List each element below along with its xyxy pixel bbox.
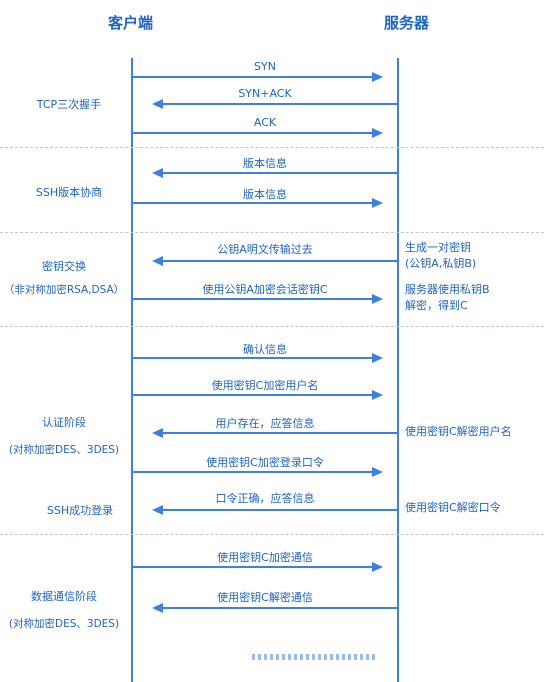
message-label: 用户存在，应答信息 <box>215 417 315 430</box>
phase-key-exchange: 密钥交换 （非对称加密RSA,DSA） <box>2 258 126 297</box>
phase-label-line: (对称加密DES、3DES) <box>8 444 120 456</box>
message-label: 版本信息 <box>243 188 287 201</box>
arrow-right <box>133 390 383 400</box>
server-note-decrypt-session-key: 服务器使用私钥B 解密，得到C <box>405 282 490 314</box>
phase-label-line: 认证阶段 <box>42 416 86 429</box>
message-label: 确认信息 <box>243 343 287 356</box>
message-label: 公钥A明文传输过去 <box>217 243 313 256</box>
phase-label-line: 密钥交换 <box>42 260 86 273</box>
phase-label-line: SSH成功登录 <box>46 504 114 517</box>
arrow-left <box>152 428 397 438</box>
note-line: 使用密钥C解密用户名 <box>405 425 512 438</box>
arrow-left <box>152 99 397 109</box>
message-label: 使用公钥A加密会话密钥C <box>202 283 328 296</box>
arrow-right <box>133 467 383 477</box>
server-note-decrypt-username: 使用密钥C解密用户名 <box>405 424 512 440</box>
phase-separator <box>0 147 544 148</box>
phase-separator <box>0 534 544 535</box>
phase-label-line: SSH版本协商 <box>35 186 103 199</box>
watermark-dots <box>252 654 376 660</box>
message-label: ACK <box>253 116 277 129</box>
phase-separator <box>0 326 544 327</box>
client-lifeline <box>131 58 133 682</box>
server-note-keygen: 生成一对密钥 (公钥A,私钥B) <box>405 240 476 272</box>
message-label: 使用密钥C加密登录口令 <box>206 456 324 469</box>
phase-ssh-login-success: SSH成功登录 <box>30 502 130 518</box>
arrow-right <box>133 353 383 363</box>
message-label: 使用密钥C加密用户名 <box>211 379 319 392</box>
note-line: 服务器使用私钥B <box>405 283 490 296</box>
client-header: 客户端 <box>108 14 154 32</box>
phase-label-line: (对称加密DES、3DES) <box>8 618 120 630</box>
arrow-left <box>152 505 397 515</box>
phase-data-communication: 数据通信阶段 (对称加密DES、3DES) <box>2 588 126 631</box>
server-lifeline <box>397 58 399 682</box>
message-label: 使用密钥C加密通信 <box>217 551 313 564</box>
phase-tcp-handshake: TCP三次握手 <box>20 96 118 112</box>
arrow-right <box>133 72 383 82</box>
message-label: 使用密钥C解密通信 <box>217 591 313 604</box>
arrow-right <box>133 562 383 572</box>
arrow-left <box>152 603 397 613</box>
message-label: 版本信息 <box>243 157 287 170</box>
server-header: 服务器 <box>384 14 430 32</box>
message-label: SYN+ACK <box>238 87 292 100</box>
arrow-right <box>133 198 383 208</box>
note-line: 生成一对密钥 <box>405 241 471 254</box>
phase-label-line: 数据通信阶段 <box>31 590 97 603</box>
arrow-right <box>133 294 383 304</box>
server-note-decrypt-password: 使用密钥C解密口令 <box>405 500 501 516</box>
phase-label-line: TCP三次握手 <box>36 98 102 111</box>
arrow-right <box>133 128 383 138</box>
message-label: SYN <box>254 60 276 73</box>
phase-authentication: 认证阶段 (对称加密DES、3DES) <box>2 414 126 457</box>
phase-label-line: （非对称加密RSA,DSA） <box>3 284 125 296</box>
arrow-left <box>152 256 397 266</box>
message-label: 口令正确，应答信息 <box>215 492 315 505</box>
note-line: 解密，得到C <box>405 299 468 312</box>
note-line: (公钥A,私钥B) <box>405 257 477 270</box>
phase-version-negotiation: SSH版本协商 <box>20 184 118 200</box>
phase-separator <box>0 232 544 233</box>
arrow-left <box>152 168 397 178</box>
note-line: 使用密钥C解密口令 <box>405 501 501 514</box>
